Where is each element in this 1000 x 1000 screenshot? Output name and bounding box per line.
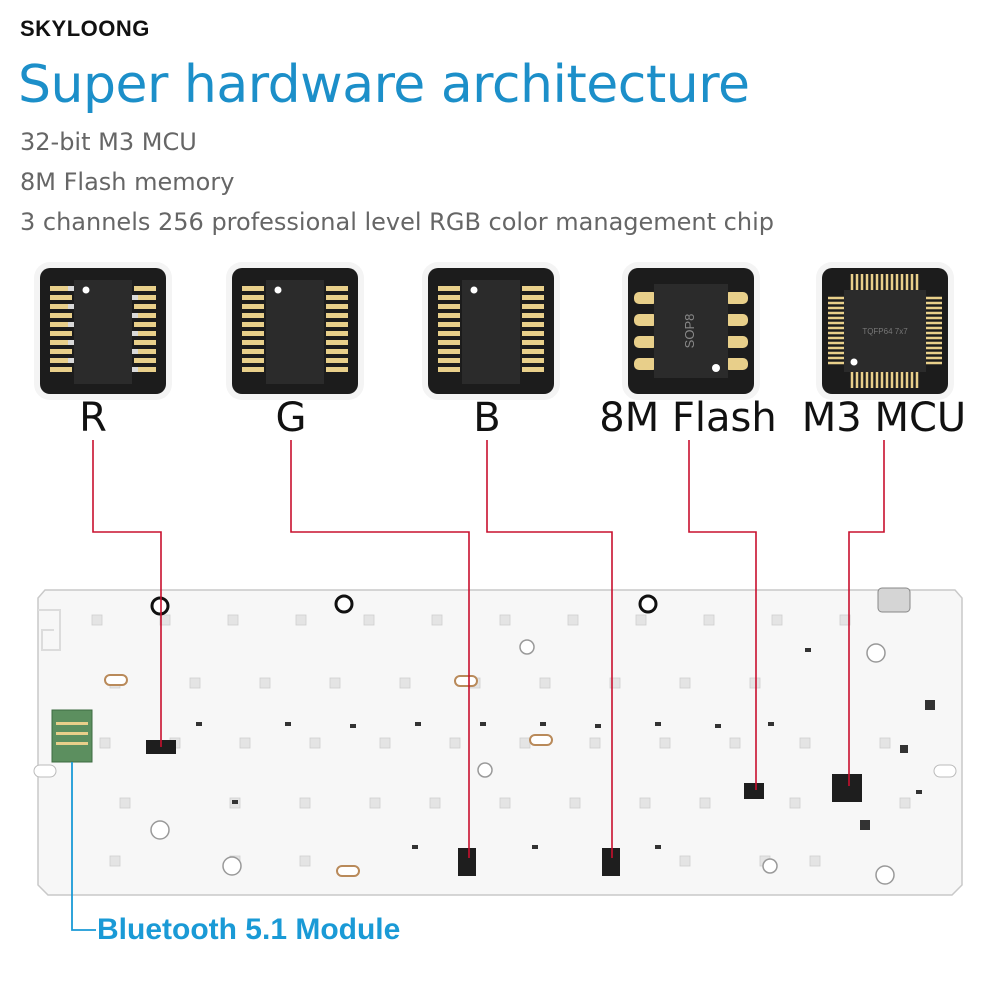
sop8-chip-icon: SOP8 <box>634 284 748 378</box>
chip-marking: TQFP64 7x7 <box>862 327 908 336</box>
chip-label-flash: 8M Flash <box>599 395 777 441</box>
leader-line-b <box>486 440 613 858</box>
chip-label-r: R <box>79 395 107 441</box>
bluetooth-module-label: Bluetooth 5.1 Module <box>97 913 401 946</box>
leader-line-g <box>290 440 470 858</box>
chip-b-image <box>428 268 554 394</box>
leader-line-mcu <box>848 440 885 786</box>
soic-20-chip-icon <box>50 280 156 384</box>
chip-label-b: B <box>473 395 501 441</box>
chip-label-mcu: M3 MCU <box>801 395 967 441</box>
spec-flash: 8M Flash memory <box>20 168 235 196</box>
soic-20-chip-icon <box>438 280 544 384</box>
chip-flash-image: SOP8 <box>628 268 754 394</box>
chip-mcu-image: TQFP64 7x7 <box>822 268 948 394</box>
rgb-driver-b <box>602 848 620 876</box>
bluetooth-module <box>51 709 93 763</box>
leader-line-r <box>92 440 162 747</box>
leader-line-flash <box>688 440 757 790</box>
chip-g-image <box>232 268 358 394</box>
spec-rgb-chip: 3 channels 256 professional level RGB co… <box>20 208 774 236</box>
mcu-chip <box>832 774 862 802</box>
spec-mcu: 32-bit M3 MCU <box>20 128 197 156</box>
brand-logo: SKYLOONG <box>20 16 150 41</box>
chip-r-image <box>40 268 166 394</box>
leader-lines <box>92 440 885 858</box>
pcb-board <box>33 587 963 896</box>
page-title: Super hardware architecture <box>18 55 750 115</box>
leader-line-bluetooth <box>71 762 96 931</box>
rgb-driver-g <box>458 848 476 876</box>
flash-chip <box>744 783 764 799</box>
tqfp64-chip-icon: TQFP64 7x7 <box>828 274 942 388</box>
soic-20-chip-icon <box>242 280 348 384</box>
chip-label-g: G <box>275 395 307 441</box>
chip-marking: SOP8 <box>682 314 697 349</box>
